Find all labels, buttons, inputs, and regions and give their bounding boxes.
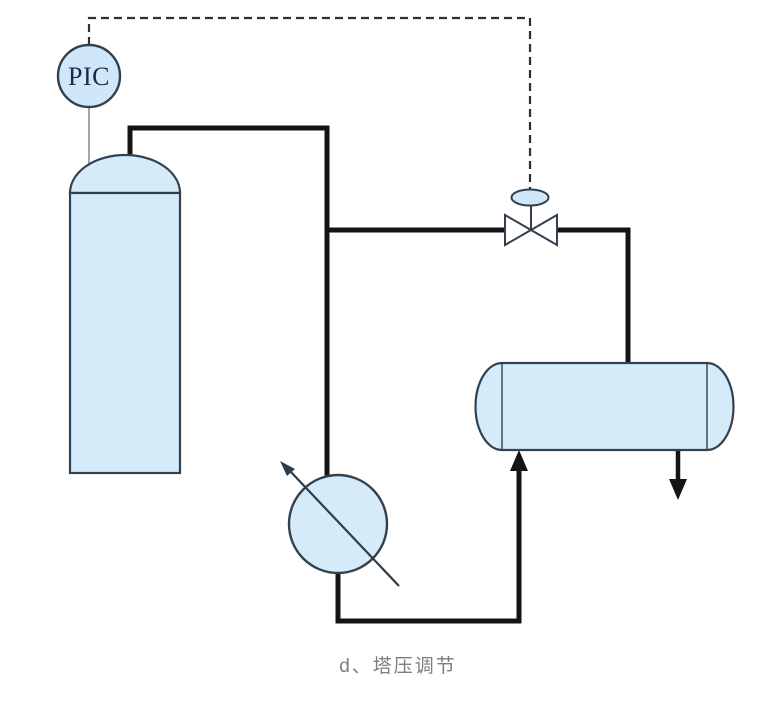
condenser-flow-arrow-head	[280, 461, 295, 476]
reflux-drum	[474, 361, 735, 452]
drum-shell	[474, 361, 735, 452]
diagram-caption: d、塔压调节	[339, 655, 457, 677]
condenser	[280, 461, 400, 587]
pic-controller-circle	[56, 43, 122, 109]
distillation-column	[68, 153, 182, 475]
pic-controller: PIC	[56, 43, 122, 109]
valve-actuator-icon	[510, 188, 550, 207]
valve-body-left	[504, 213, 534, 247]
overhead-vapor-pipe	[127, 125, 330, 479]
drum-outlet-arrow-icon	[669, 451, 687, 500]
condenser-flow-line	[289, 470, 400, 587]
pic-controller-label: PIC	[68, 62, 110, 91]
drum-inlet-arrow-icon	[510, 450, 528, 471]
drum-outlet-arrow-head	[669, 479, 687, 500]
pic-signal-line	[87, 16, 532, 189]
column-body	[68, 191, 182, 475]
valve-outlet-pipe	[556, 227, 631, 364]
control-valve	[504, 188, 558, 247]
valve-body-right	[528, 213, 558, 247]
condensate-pipe	[335, 467, 522, 624]
column-dome	[68, 153, 182, 195]
